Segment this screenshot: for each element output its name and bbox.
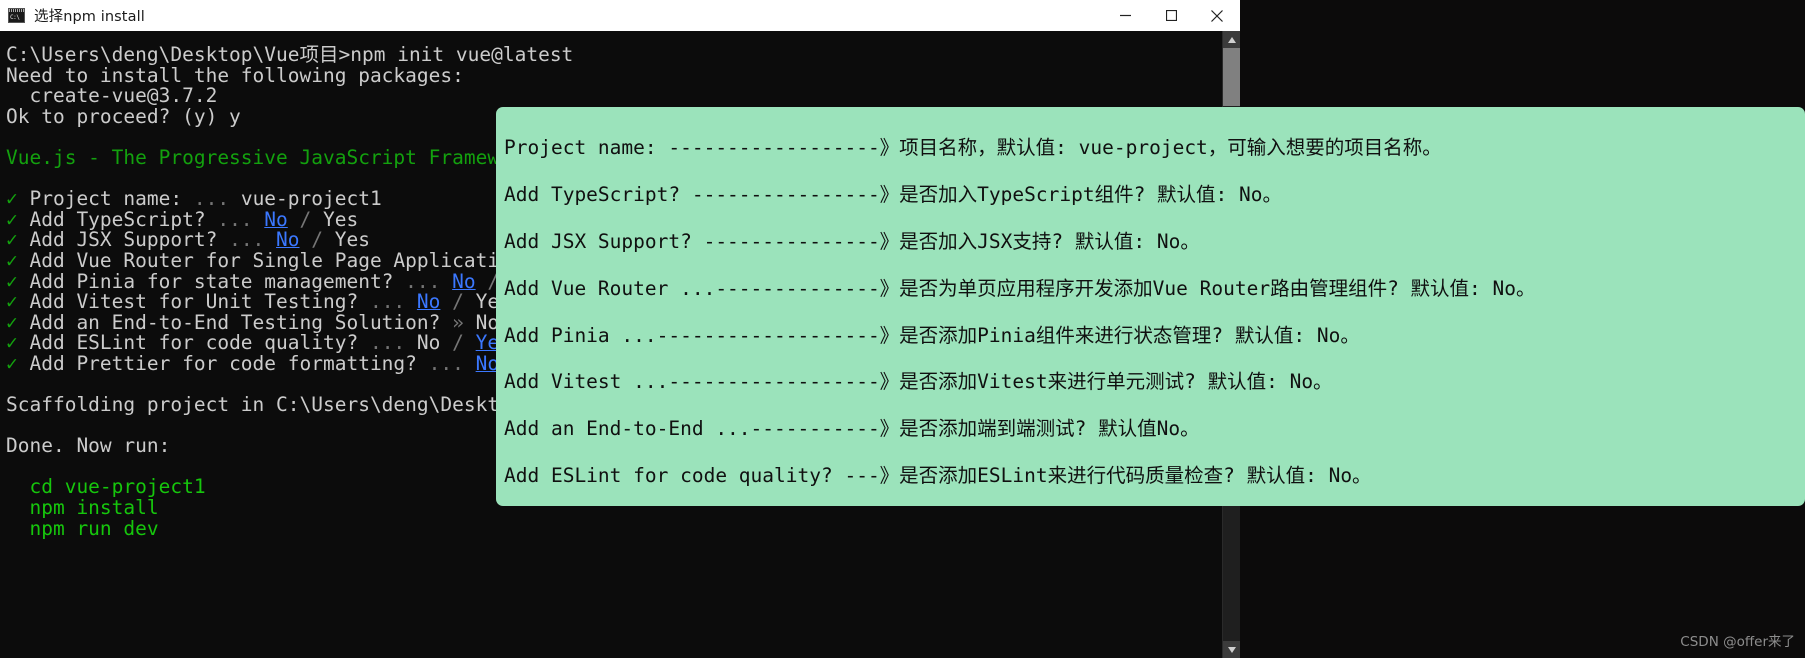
console-text-run: Add ESLint for code quality? [29,331,370,355]
scroll-down-icon[interactable] [1223,641,1240,658]
console-line: Done. Now run: [6,434,1222,458]
console-line: ✓ Add Vitest for Unit Testing? ... No / … [6,290,1222,314]
console-text-run: ... [193,187,241,211]
console-text-run: ... [369,331,417,355]
console-line: npm install [6,496,1222,520]
console-text-run: No [276,228,300,252]
console-text-run: / [440,290,476,314]
console-icon: C:\ [8,8,25,23]
console-text-run: npm install [6,496,159,520]
console-text-run: ✓ [6,331,30,355]
console-text-run: No [416,290,441,314]
console-line: ✓ Add TypeScript? ... No / Yes [6,207,1222,231]
console-text-run: ... [369,290,417,314]
console-text-run: No [475,310,500,334]
console-text-run: ✓ [6,290,30,314]
console-line: Vue.js - The Progressive JavaScript Fram… [6,145,1222,169]
close-icon[interactable] [1194,0,1240,31]
console-text-run: ✓ [6,269,30,293]
console-line: ✓ Add an End-to-End Testing Solution? » … [6,310,1222,334]
console-line: npm run dev [6,516,1222,540]
annotation-line: Add an End-to-End ...-----------》是否添加端到端… [504,417,1200,441]
console-text-run: npm run dev [6,516,159,540]
console-line: Need to install the following packages: [6,63,1222,87]
annotation-panel: Project name: ------------------》项目名称，默认… [496,107,1805,506]
annotation-line: Add TypeScript? ----------------》是否加入Typ… [504,183,1283,207]
console-line: cd vue-project1 [6,477,1222,498]
console-line: ✓ Add JSX Support? ... No / Yes [6,230,1222,251]
console-text-run: ... [229,228,277,252]
console-line: create-vue@3.7.2 [6,84,1222,108]
console-text-run: ✓ [6,310,30,334]
annotation-line: Add Pinia ...-------------------》是否添加Pin… [504,323,1360,347]
console-text-run: create-vue@3.7.2 [6,84,218,108]
console-text-run: No [416,331,441,355]
scroll-up-icon[interactable] [1223,31,1240,48]
console-line: ✓ Project name: ... vue-project1 [6,187,1222,211]
console-text-run: Yes [334,228,370,252]
console-text-run: Add JSX Support? [29,228,230,252]
console-text-run: ✓ [6,351,30,375]
console-text-run: Add Prettier for code formatting? [29,351,429,375]
console-text-run: » [452,310,476,334]
console-text-run: / [299,228,335,252]
annotation-line: Add ESLint for code quality? ---》是否添加ESL… [504,463,1372,487]
window-title: 选择npm install [34,9,145,25]
console-text-run: / [440,331,476,355]
console-text-run: No [475,351,500,375]
console-line: Ok to proceed? (y) y [6,104,1222,128]
console-text-run: C:\Users\deng\Desktop\Vue项目>npm init vue… [6,43,574,66]
console-text-run: ✓ [6,228,30,252]
console-text-run: ... [428,351,476,375]
console-text-run: Add Vue Router for Single Page Applicati… [29,248,570,272]
console-text-run: Add an End-to-End Testing Solution? [29,310,453,334]
console-text-run: Yes [323,207,359,231]
console-text-run: Need to install the following packages: [6,63,464,87]
annotation-line: Add Vitest ...------------------》是否添加Vit… [504,370,1333,394]
annotation-line: Project name: ------------------》项目名称，默认… [504,136,1442,160]
console-text-run: Ok to proceed? (y) y [6,104,241,128]
maximize-icon[interactable] [1148,0,1194,31]
console-text-run: Add Vitest for Unit Testing? [29,290,370,314]
console-text-run: Project name: [29,187,194,211]
title-bar[interactable]: C:\ 选择npm install [0,0,1240,31]
minimize-icon[interactable] [1102,0,1148,31]
console-text-run: / [475,269,511,293]
console-text-run: / [287,207,324,231]
console-text-run: Vue.js - The Progressive JavaScript Fram… [6,145,535,169]
console-text-run: Add TypeScript? [29,207,218,231]
console-text-run: cd vue-project1 [6,475,206,499]
console-text-run: vue-project1 [240,187,382,211]
annotation-line: Add Vue Router ...--------------》是否为单页应用… [504,276,1536,300]
console-text-run: Done. Now run: [6,434,171,458]
console-text-run: ... [405,269,453,293]
console-line: C:\Users\deng\Desktop\Vue项目>npm init vue… [6,43,1222,66]
console-text-run: No [264,207,288,231]
watermark: CSDN @offer来了 [1680,634,1795,650]
console-text-run: No [452,269,476,293]
console-line: ✓ Add Pinia for state management? ... No… [6,269,1222,293]
console-text-run: Add Pinia for state management? [29,269,406,293]
annotation-line: Add JSX Support? ---------------》是否加入JSX… [504,229,1200,253]
console-text-run: ✓ [6,207,30,231]
console-text-run: ✓ [6,248,30,272]
scrollbar-thumb[interactable] [1223,48,1240,106]
console-text-run: ... [217,207,265,231]
console-text-run: ✓ [6,187,30,211]
window-buttons [1102,0,1240,31]
